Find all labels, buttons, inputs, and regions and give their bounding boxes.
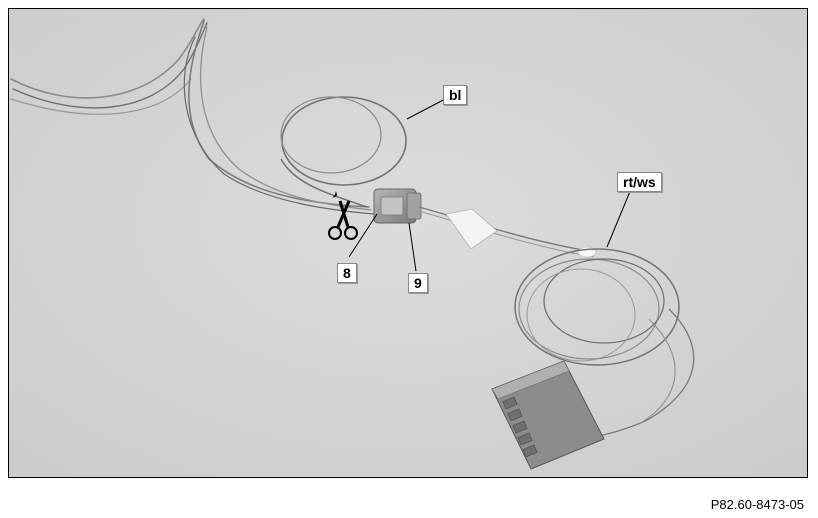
connector-housing bbox=[373, 188, 422, 224]
leader-lines bbox=[348, 96, 632, 272]
callout-bl: bl bbox=[443, 85, 468, 105]
bl-wire-loop bbox=[280, 96, 407, 208]
callout-rt-ws: rt/ws bbox=[617, 172, 662, 192]
wiring-photo: bl rt/ws 8 9 bbox=[8, 8, 808, 478]
tape-label bbox=[445, 208, 498, 250]
figure-reference-code: P82.60-8473-05 bbox=[710, 497, 804, 512]
callout-item-8: 8 bbox=[337, 263, 357, 283]
wire-to-right bbox=[418, 206, 595, 258]
rt-ws-wire-coil bbox=[514, 248, 695, 438]
wire-harness-upper-left bbox=[10, 18, 375, 215]
callout-item-9: 9 bbox=[408, 273, 428, 293]
multi-pin-connector bbox=[491, 360, 605, 470]
scissors-icon bbox=[322, 187, 362, 243]
wiring-illustration bbox=[9, 9, 807, 477]
